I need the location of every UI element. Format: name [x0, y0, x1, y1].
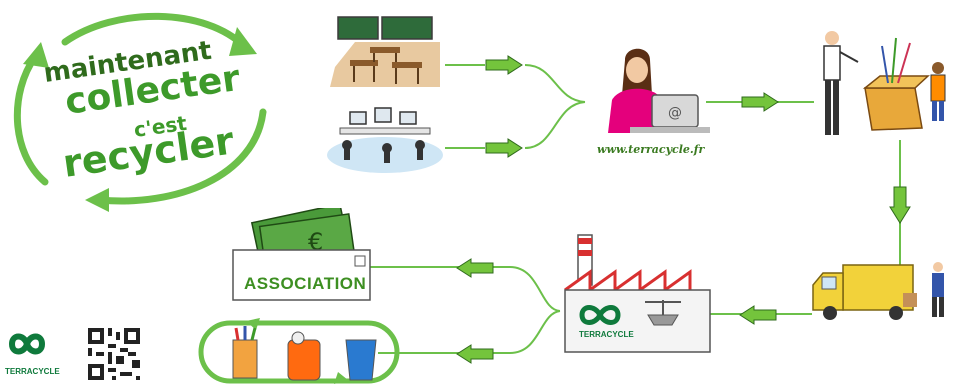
website-text: www.terracycle.fr [597, 143, 705, 156]
arrow-left-icon [456, 344, 494, 364]
association-label: ASSOCIATION [244, 274, 367, 293]
factory-illustration [560, 230, 715, 355]
terracycle-logo [6, 330, 48, 360]
svg-text:€: € [308, 228, 323, 256]
arrow-right-icon [485, 138, 523, 158]
arrow-right-icon [741, 92, 779, 112]
brand-small-text: TERRACYCLE [5, 367, 60, 376]
arrow-left-icon [456, 258, 494, 278]
office-illustration [325, 100, 445, 175]
arrow-left-icon [739, 305, 777, 325]
qr-code[interactable] [88, 328, 140, 380]
arrow-right-icon [485, 55, 523, 75]
arrow-down-icon [889, 186, 911, 224]
slogan-logo: maintenant collecter c'est recycler [5, 2, 275, 217]
svg-text:@: @ [668, 105, 682, 121]
connector-top [445, 64, 586, 149]
association-box: € [230, 208, 375, 303]
factory-brand-text: TERRACYCLE [579, 330, 634, 339]
classroom-illustration [330, 12, 445, 87]
delivery-truck-illustration [808, 255, 953, 330]
recycled-products-illustration [198, 318, 403, 387]
collection-box-illustration [810, 28, 953, 148]
woman-laptop-illustration: @ [600, 45, 710, 140]
